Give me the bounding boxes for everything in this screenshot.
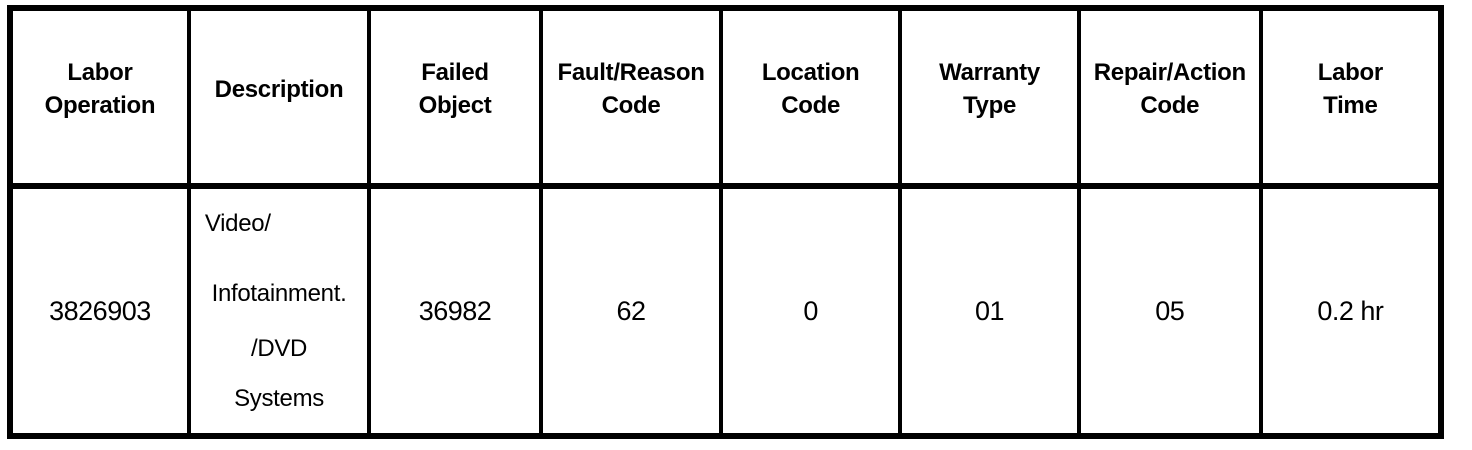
column-header-repair-action-code-label: Repair/Action Code (1093, 59, 1246, 119)
cell-warranty-type: 01 (898, 184, 1081, 438)
column-header-labor-operation: Labor Operation (8, 6, 191, 189)
column-header-failed-object-label: Failed Object (418, 59, 492, 119)
description-line: Video/ (204, 209, 271, 237)
description-text-block: Video/ Infotainment. /DVD Systems (191, 191, 367, 431)
column-header-fault-reason-code: Fault/Reason Code (538, 6, 724, 189)
description-line: Infotainment. (211, 279, 347, 307)
column-header-labor-operation-label: Labor Operation (44, 59, 156, 119)
column-header-repair-action-code: Repair/Action Code (1076, 6, 1263, 189)
warranty-labor-table: Labor Operation Description Failed Objec… (7, 5, 1444, 439)
cell-labor-operation: 3826903 (8, 184, 191, 438)
cell-repair-action-code: 05 (1076, 184, 1263, 438)
header-row: Labor Operation Description Failed Objec… (8, 6, 1444, 189)
cell-location-code: 0 (719, 184, 903, 438)
cell-description: Video/ Infotainment. /DVD Systems (186, 184, 372, 438)
cell-failed-object: 36982 (367, 184, 543, 438)
column-header-location-code-label: Location Code (761, 59, 860, 119)
column-header-fault-reason-code-label: Fault/Reason Code (557, 59, 705, 119)
column-header-description-label: Description (214, 75, 344, 103)
cell-fault-reason-code: 62 (538, 184, 724, 438)
column-header-labor-time-label: Labor Time (1317, 59, 1383, 119)
cell-labor-time: 0.2 hr (1258, 184, 1444, 438)
column-header-warranty-type-label: Warranty Type (939, 59, 1040, 119)
column-header-labor-time: Labor Time (1258, 6, 1444, 189)
column-header-warranty-type: Warranty Type (898, 6, 1081, 189)
column-header-description: Description (186, 6, 372, 189)
description-line: /DVD (250, 334, 308, 362)
description-line: Systems (234, 384, 324, 412)
table-row: 3826903 Video/ Infotainment. /DVD System… (8, 184, 1444, 438)
column-header-failed-object: Failed Object (367, 6, 543, 189)
column-header-location-code: Location Code (719, 6, 903, 189)
